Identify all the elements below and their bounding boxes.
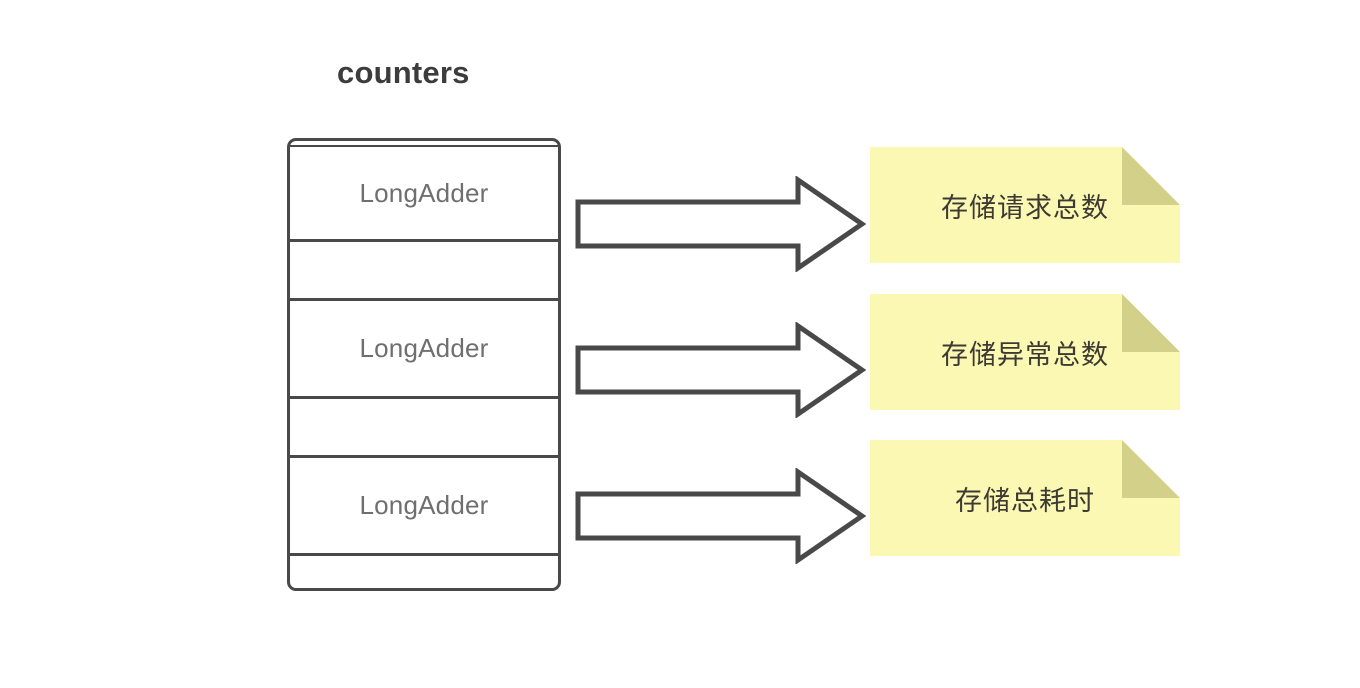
table-row — [290, 396, 558, 455]
sticky-note: 存储异常总数 — [870, 294, 1180, 410]
counters-table: LongAdder LongAdder LongAdder — [287, 138, 561, 591]
table-row: LongAdder — [290, 147, 558, 239]
page-fold-icon — [1122, 147, 1180, 205]
arrow-right-icon — [574, 468, 866, 564]
note-label: 存储总耗时 — [955, 485, 1095, 517]
note-label: 存储请求总数 — [941, 192, 1109, 224]
table-row — [290, 239, 558, 298]
table-cell-label: LongAdder — [359, 177, 489, 208]
page-fold-icon — [1122, 440, 1180, 498]
table-row: LongAdder — [290, 298, 558, 396]
page-fold-icon — [1122, 294, 1180, 352]
sticky-note: 存储总耗时 — [870, 440, 1180, 556]
arrow-right-icon — [574, 176, 866, 272]
sticky-note: 存储请求总数 — [870, 147, 1180, 263]
table-row: LongAdder — [290, 455, 558, 553]
table-cell-label: LongAdder — [359, 333, 489, 363]
note-label: 存储异常总数 — [941, 339, 1109, 371]
page-title: counters — [337, 55, 470, 90]
table-row — [290, 553, 558, 612]
arrow-right-icon — [574, 322, 866, 418]
table-cell-label: LongAdder — [359, 490, 489, 520]
